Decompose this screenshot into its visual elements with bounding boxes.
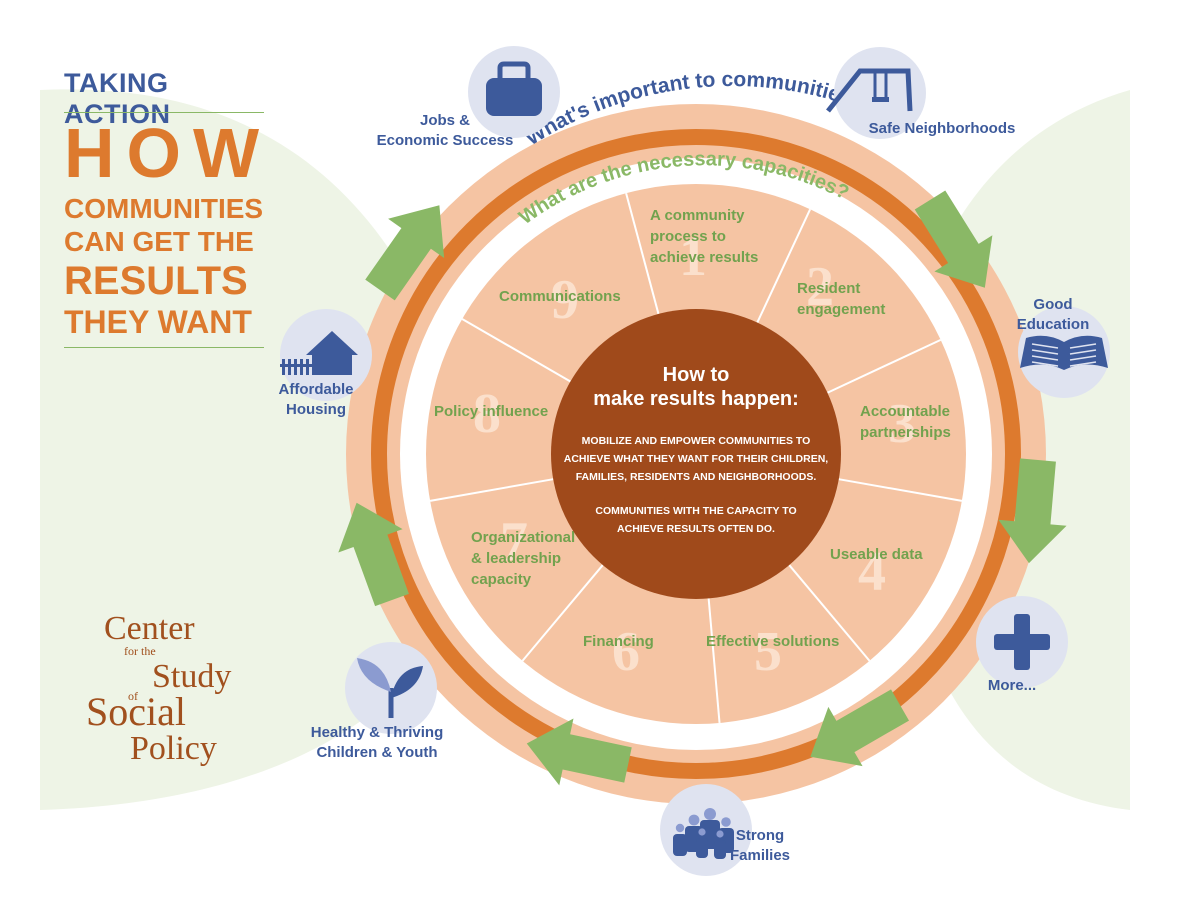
capacity-label-line: & leadership bbox=[471, 550, 561, 567]
header-rule-bottom bbox=[64, 347, 264, 348]
logo-study: Study bbox=[152, 658, 232, 695]
capacity-label-line: Effective solutions bbox=[706, 633, 839, 650]
logo-of: of bbox=[128, 689, 138, 703]
center-body-line: FAMILIES, RESIDENTS AND NEIGHBORHOODS. bbox=[576, 471, 817, 483]
logo-for-the: for the bbox=[124, 644, 156, 658]
capacity-label-line: achieve results bbox=[650, 249, 758, 266]
capacity-label-line: Organizational bbox=[471, 529, 575, 546]
result-label-line: Safe Neighborhoods bbox=[869, 120, 1016, 137]
wheel-divider bbox=[521, 564, 604, 662]
wheel-divider bbox=[756, 208, 812, 324]
title-line-results: RESULTS bbox=[64, 259, 248, 303]
result-jobs: Jobs & Economic Success bbox=[377, 46, 560, 149]
title-line-can-get: CAN GET THE bbox=[64, 226, 254, 257]
wheel-divider bbox=[707, 598, 721, 724]
capacity-number: 2 bbox=[806, 256, 834, 318]
capacity-segments: 1 A community process to achieve results 2Re… bbox=[434, 207, 951, 683]
capacity-label-line: Communications bbox=[499, 288, 621, 305]
capacity-label-line: Useable data bbox=[830, 546, 923, 563]
capacity-label-line: capacity bbox=[471, 571, 532, 588]
capacity-label-line: Resident bbox=[797, 280, 860, 297]
logo-social: Social bbox=[86, 689, 186, 734]
result-label-line: Economic Success bbox=[377, 132, 514, 149]
swing-set-icon bbox=[826, 68, 913, 113]
center-body-line: MOBILIZE AND EMPOWER COMMUNITIES TO bbox=[582, 435, 811, 447]
result-label-line: Education bbox=[1017, 316, 1090, 333]
briefcase-icon bbox=[486, 61, 542, 116]
family-icon bbox=[673, 808, 734, 859]
results: Jobs & Economic Success Safe Neighborhoods… bbox=[279, 46, 1110, 876]
kicker: TAKING ACTION bbox=[64, 68, 171, 129]
result-label-line: Healthy & Thriving bbox=[311, 724, 444, 741]
center-body-line: ACHIEVE WHAT THEY WANT FOR THEIR CHILDRE… bbox=[564, 453, 829, 465]
wheel-divider bbox=[461, 318, 571, 383]
logo-policy: Policy bbox=[130, 730, 217, 767]
capacity-label-line: Financing bbox=[583, 633, 654, 650]
sprout-icon bbox=[357, 658, 423, 718]
result-label-line: Jobs & bbox=[420, 112, 470, 129]
capacity-label-line: process to bbox=[650, 228, 726, 245]
result-label-line: Housing bbox=[286, 401, 346, 418]
wheel-divider bbox=[826, 338, 942, 394]
capacity-label-line: engagement bbox=[797, 301, 885, 318]
house-icon bbox=[280, 331, 358, 375]
capacity-label-line: A community bbox=[650, 207, 745, 224]
result-label-line: More... bbox=[988, 677, 1036, 694]
background-blob-left bbox=[40, 89, 480, 810]
title-line-communities: COMMUNITIES bbox=[64, 193, 264, 224]
title-line-they-want: THEY WANT bbox=[64, 304, 252, 340]
center-body-line: ACHIEVE RESULTS OFTEN DO. bbox=[617, 523, 775, 535]
capacity-number: 3 bbox=[888, 393, 916, 455]
wheel-dividers bbox=[429, 192, 963, 724]
center-circle bbox=[551, 309, 841, 599]
capacity-number: 4 bbox=[858, 541, 886, 603]
center-title-line2: make results happen: bbox=[593, 388, 799, 410]
result-label-line: Families bbox=[730, 847, 790, 864]
wheel-divider bbox=[429, 478, 554, 502]
logo-center: Center bbox=[104, 610, 195, 647]
header-rule-top bbox=[64, 112, 264, 113]
center-body: MOBILIZE AND EMPOWER COMMUNITIES TO ACHIE… bbox=[564, 435, 829, 535]
center-body-line: COMMUNITIES WITH THE CAPACITY TO bbox=[595, 505, 796, 517]
plus-icon bbox=[994, 614, 1050, 670]
capacity-number: 9 bbox=[551, 269, 579, 331]
title-how: HOW bbox=[64, 114, 272, 192]
capacity-number: 7 bbox=[500, 511, 528, 573]
capacity-label-line: partnerships bbox=[860, 424, 951, 441]
center-title-line1: How to bbox=[663, 364, 730, 386]
capacity-number: 5 bbox=[754, 621, 782, 683]
result-more: More... bbox=[976, 596, 1068, 694]
wheel-divider bbox=[625, 192, 660, 315]
result-safe: Safe Neighborhoods bbox=[826, 47, 1016, 139]
capacity-number: 8 bbox=[473, 383, 501, 445]
result-label-line: Children & Youth bbox=[316, 744, 437, 761]
wheel-divider bbox=[788, 564, 871, 662]
capacity-item-1: 1 A community process to achieve results bbox=[650, 207, 758, 288]
capacity-label-line: Policy influence bbox=[434, 403, 548, 420]
open-book-icon bbox=[1020, 335, 1108, 370]
result-label-line: Strong bbox=[736, 827, 784, 844]
wheel-divider bbox=[838, 478, 963, 502]
result-label-line: Good bbox=[1033, 296, 1072, 313]
orange-ring bbox=[371, 129, 1021, 779]
capacity-number: 1 bbox=[679, 226, 707, 288]
capacity-number: 6 bbox=[612, 621, 640, 683]
result-label-line: Affordable bbox=[279, 381, 354, 398]
capacity-label-line: Accountable bbox=[860, 403, 950, 420]
